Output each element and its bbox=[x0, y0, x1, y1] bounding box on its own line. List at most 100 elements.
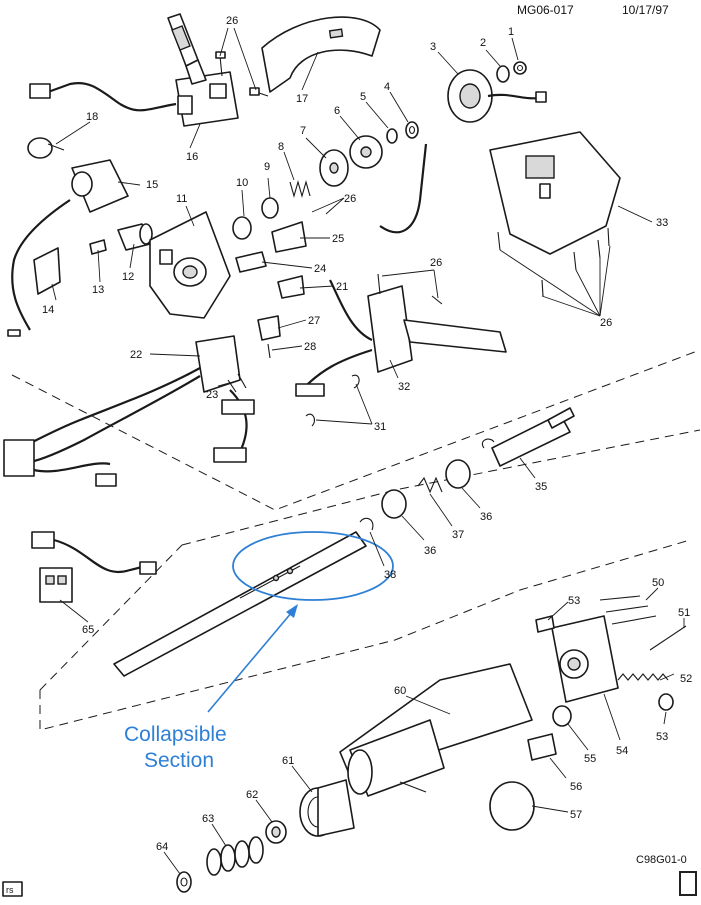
screw-28 bbox=[267, 343, 271, 359]
callout-38: 38 bbox=[384, 569, 396, 581]
upper-shaft-35 bbox=[481, 407, 575, 467]
pin-51 bbox=[649, 625, 687, 651]
rings-63 bbox=[206, 836, 264, 876]
callout-26-center: 26 bbox=[344, 193, 356, 205]
clips-31 bbox=[305, 374, 360, 427]
bearing-adapter-61 bbox=[299, 779, 355, 837]
actuator-24 bbox=[235, 251, 267, 273]
callout-10: 10 bbox=[236, 177, 248, 189]
shaft-region-line bbox=[181, 429, 701, 546]
gm-spo-logo bbox=[679, 871, 697, 896]
retainer-2 bbox=[496, 65, 510, 83]
clip-13 bbox=[89, 239, 107, 255]
callout-18: 18 bbox=[86, 111, 98, 123]
column-jacket-60 bbox=[339, 663, 533, 797]
callout-50: 50 bbox=[652, 577, 664, 589]
callout-24: 24 bbox=[314, 263, 326, 275]
lock-housing-11 bbox=[149, 211, 231, 319]
callout-52: 52 bbox=[680, 673, 692, 685]
callout-53-lower: 53 bbox=[656, 731, 668, 743]
bolts-50 bbox=[599, 595, 657, 625]
callout-26-top: 26 bbox=[226, 15, 238, 27]
callout-55: 55 bbox=[584, 753, 596, 765]
multifunction-switch-16 bbox=[29, 13, 239, 127]
callout-26-right: 26 bbox=[600, 317, 612, 329]
column-shroud-17 bbox=[261, 16, 381, 93]
callout-1: 1 bbox=[508, 26, 514, 38]
collapsible-label-line2: Section bbox=[144, 749, 214, 772]
stamp-box: rs bbox=[2, 881, 23, 897]
collapsible-section-arrowhead bbox=[286, 604, 298, 618]
callout-51: 51 bbox=[678, 607, 690, 619]
spring-52 bbox=[617, 673, 669, 681]
callout-57: 57 bbox=[570, 809, 582, 821]
wiper-switch-32 bbox=[295, 279, 507, 397]
harness-22 bbox=[3, 335, 255, 487]
washer-64 bbox=[176, 871, 192, 893]
callout-33: 33 bbox=[656, 217, 668, 229]
sleeve-12 bbox=[117, 223, 153, 251]
callout-2: 2 bbox=[480, 37, 486, 49]
callout-6: 6 bbox=[334, 105, 340, 117]
ring-5 bbox=[386, 128, 398, 144]
bushing-55 bbox=[552, 705, 572, 727]
callout-4: 4 bbox=[384, 81, 390, 93]
bushing-53-lower bbox=[658, 693, 674, 711]
callout-7: 7 bbox=[300, 125, 306, 137]
figure-code: C98G01-0 bbox=[636, 854, 687, 866]
bearing-10 bbox=[232, 216, 252, 240]
callout-62: 62 bbox=[246, 789, 258, 801]
callout-25: 25 bbox=[332, 233, 344, 245]
callout-27: 27 bbox=[308, 315, 320, 327]
callout-32: 32 bbox=[398, 381, 410, 393]
callout-37: 37 bbox=[452, 529, 464, 541]
bearing-36-lower bbox=[381, 489, 407, 519]
bracket-14 bbox=[33, 247, 61, 295]
callout-53-upper: 53 bbox=[568, 595, 580, 607]
plate-7 bbox=[319, 149, 349, 187]
screws-26-mid bbox=[377, 273, 443, 305]
gear-9 bbox=[261, 197, 279, 219]
callout-labels: 26 16 17 18 15 14 13 12 11 10 9 8 7 6 5 … bbox=[42, 15, 692, 853]
callout-23: 23 bbox=[206, 389, 218, 401]
callout-56: 56 bbox=[570, 781, 582, 793]
callout-64: 64 bbox=[156, 841, 168, 853]
bearing-62 bbox=[265, 820, 287, 844]
callout-17: 17 bbox=[296, 93, 308, 105]
coil-assembly-3 bbox=[379, 69, 547, 234]
collapsible-section-arrow bbox=[207, 611, 293, 713]
guide-27 bbox=[257, 315, 281, 341]
callout-26-mid: 26 bbox=[430, 257, 442, 269]
callout-21: 21 bbox=[336, 281, 348, 293]
callout-9: 9 bbox=[264, 161, 270, 173]
clip-38 bbox=[359, 517, 374, 531]
connector-65 bbox=[31, 531, 157, 603]
clip-56 bbox=[527, 733, 557, 761]
housing-54 bbox=[551, 615, 619, 703]
bracket-57 bbox=[489, 781, 535, 831]
washer-4 bbox=[405, 121, 419, 139]
spring-8 bbox=[289, 179, 311, 199]
bearing-36-upper bbox=[445, 459, 471, 489]
collapsible-section-highlight bbox=[232, 531, 394, 601]
lock-cylinder-18 bbox=[27, 137, 65, 159]
stamp-text: rs bbox=[6, 885, 14, 895]
callout-60: 60 bbox=[394, 685, 406, 697]
drawing-date: 10/17/97 bbox=[622, 3, 669, 17]
screws-23 bbox=[227, 373, 247, 393]
callout-65: 65 bbox=[82, 624, 94, 636]
leader-lines bbox=[51, 27, 685, 875]
callout-8: 8 bbox=[278, 141, 284, 153]
callout-36-lower: 36 bbox=[424, 545, 436, 557]
steering-shaft bbox=[113, 531, 367, 677]
screws-26-right bbox=[497, 227, 610, 297]
callout-63: 63 bbox=[202, 813, 214, 825]
lower-region-outline-top bbox=[39, 544, 183, 691]
collapsible-label-line1: Collapsible bbox=[124, 723, 227, 746]
callout-14: 14 bbox=[42, 304, 54, 316]
bushing-53-upper bbox=[535, 615, 555, 633]
callout-28: 28 bbox=[304, 341, 316, 353]
clip-21 bbox=[277, 275, 305, 299]
